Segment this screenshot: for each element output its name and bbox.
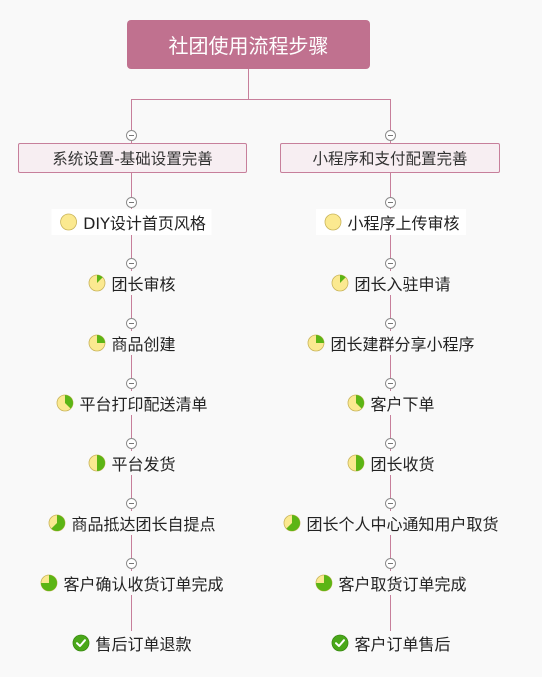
branch-miniprogram-payment[interactable]: 小程序和支付配置完善: [280, 143, 500, 173]
step-node[interactable]: 商品抵达团长自提点: [47, 512, 216, 534]
pie-progress-icon: [39, 574, 57, 592]
step-label: 团长个人中心通知用户取货: [306, 515, 499, 534]
step-node[interactable]: 平台发货: [87, 452, 176, 474]
collapse-toggle-icon[interactable]: [385, 129, 396, 141]
step-node[interactable]: 小程序上传审核: [315, 209, 466, 235]
collapse-toggle-icon[interactable]: [126, 257, 137, 269]
check-done-icon: [330, 634, 348, 652]
step-label: 团长收货: [370, 455, 435, 474]
step-node[interactable]: 客户确认收货订单完成: [39, 572, 224, 594]
step-label: 售后订单退款: [95, 635, 192, 654]
step-node[interactable]: 团长个人中心通知用户取货: [282, 512, 499, 534]
step-label: 客户取货订单完成: [338, 575, 467, 594]
step-node[interactable]: 商品创建: [87, 332, 176, 354]
step-node[interactable]: 团长建群分享小程序: [306, 332, 475, 354]
step-node[interactable]: 平台打印配送清单: [55, 392, 208, 414]
pie-progress-icon: [87, 334, 105, 352]
collapse-toggle-icon[interactable]: [385, 497, 396, 509]
step-label: 客户下单: [370, 395, 435, 414]
collapse-toggle-icon[interactable]: [126, 437, 137, 449]
collapse-toggle-icon[interactable]: [385, 437, 396, 449]
step-label: 商品创建: [111, 335, 176, 354]
pie-progress-icon: [323, 213, 341, 231]
pie-progress-icon: [87, 454, 105, 472]
collapse-toggle-icon[interactable]: [126, 196, 137, 208]
collapse-toggle-icon[interactable]: [385, 196, 396, 208]
step-node[interactable]: 售后订单退款: [71, 632, 192, 654]
step-node[interactable]: DIY设计首页风格: [51, 209, 212, 235]
root-topic[interactable]: 社团使用流程步骤: [127, 20, 370, 69]
step-node[interactable]: 团长审核: [87, 272, 176, 294]
collapse-toggle-icon[interactable]: [126, 557, 137, 569]
collapse-toggle-icon[interactable]: [126, 317, 137, 329]
pie-progress-icon: [306, 334, 324, 352]
pie-progress-icon: [47, 514, 65, 532]
step-label: 客户订单售后: [354, 635, 451, 654]
pie-progress-icon: [346, 454, 364, 472]
step-label: 客户确认收货订单完成: [63, 575, 224, 594]
pie-progress-icon: [314, 574, 332, 592]
branch-label: 小程序和支付配置完善: [312, 150, 468, 168]
pie-progress-icon: [330, 274, 348, 292]
pie-progress-icon: [282, 514, 300, 532]
pie-progress-icon: [59, 213, 77, 231]
step-label: 团长入驻申请: [354, 275, 451, 294]
pie-progress-icon: [346, 394, 364, 412]
root-topic-label: 社团使用流程步骤: [168, 34, 329, 58]
pie-progress-icon: [55, 394, 73, 412]
step-label: 平台打印配送清单: [79, 395, 208, 414]
branch-label: 系统设置-基础设置完善: [52, 150, 213, 168]
step-label: 商品抵达团长自提点: [71, 515, 216, 534]
check-done-icon: [71, 634, 89, 652]
collapse-toggle-icon[interactable]: [385, 317, 396, 329]
step-node[interactable]: 客户下单: [346, 392, 435, 414]
branch-system-settings[interactable]: 系统设置-基础设置完善: [18, 143, 247, 173]
collapse-toggle-icon[interactable]: [126, 377, 137, 389]
step-label: 团长建群分享小程序: [330, 335, 475, 354]
collapse-toggle-icon[interactable]: [385, 257, 396, 269]
collapse-toggle-icon[interactable]: [385, 557, 396, 569]
step-label: DIY设计首页风格: [83, 214, 206, 233]
pie-progress-icon: [87, 274, 105, 292]
step-node[interactable]: 团长入驻申请: [330, 272, 451, 294]
step-label: 小程序上传审核: [347, 214, 460, 233]
collapse-toggle-icon[interactable]: [126, 497, 137, 509]
collapse-toggle-icon[interactable]: [126, 129, 137, 141]
step-node[interactable]: 客户取货订单完成: [314, 572, 467, 594]
collapse-toggle-icon[interactable]: [385, 377, 396, 389]
step-label: 平台发货: [111, 455, 176, 474]
step-node[interactable]: 客户订单售后: [330, 632, 451, 654]
step-node[interactable]: 团长收货: [346, 452, 435, 474]
step-label: 团长审核: [111, 275, 176, 294]
